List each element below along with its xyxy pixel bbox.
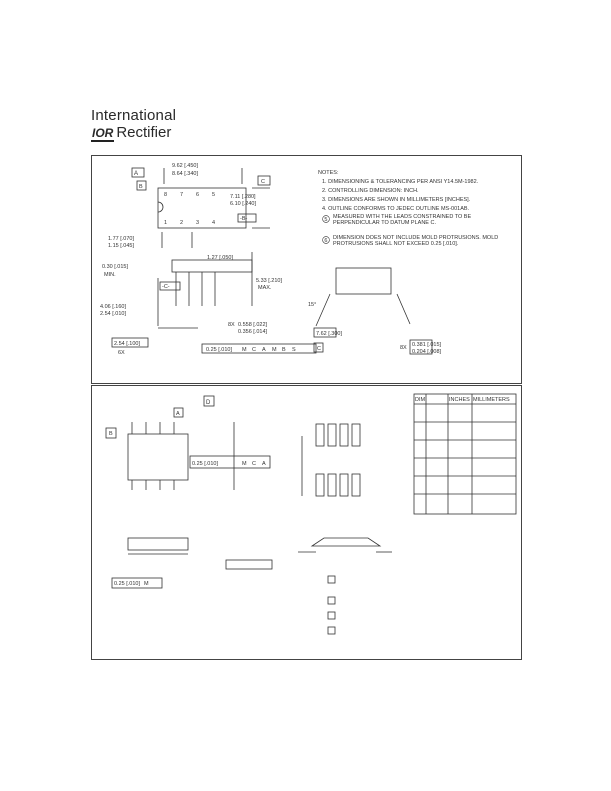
width-dim-2: 8.64 [.340]	[172, 171, 198, 177]
svg-text:M: M	[144, 581, 149, 587]
svg-text:A: A	[262, 347, 266, 353]
width-dim: 9.62 [.450]	[172, 163, 198, 169]
brand-line1: International	[91, 107, 177, 124]
svg-text:1: 1	[164, 220, 167, 226]
svg-text:M: M	[272, 347, 277, 353]
pin-numbers-top: 8 7 6 5	[164, 192, 215, 198]
svg-text:0.25 [.010]: 0.25 [.010]	[192, 461, 218, 467]
svg-text:6: 6	[324, 238, 327, 244]
svg-text:5: 5	[324, 217, 327, 223]
svg-text:6: 6	[196, 192, 199, 198]
lead-len-2: 2.54 [.010]	[100, 311, 126, 317]
notes-block: NOTES: 1. DIMENSIONING & TOLERANCING PER…	[318, 170, 498, 247]
pitch-total-suffix: 6X	[118, 350, 125, 356]
so8-tol-frame-2: 0.25 [.010] M	[114, 581, 149, 587]
svg-text:C: C	[252, 461, 256, 467]
svg-text:INCHES: INCHES	[449, 397, 470, 403]
notes-title: NOTES:	[318, 170, 339, 176]
seat-dim: 0.30 [.015]	[102, 264, 128, 270]
ref-c-circle: C	[261, 179, 265, 185]
svg-text:M: M	[242, 461, 247, 467]
so8-outline-panel: D A B 0.25 [.010] M C A 0.25 [.010] M DI…	[91, 385, 522, 660]
pitch-total: 2.54 [.100]	[114, 341, 140, 347]
ref-a: A	[134, 171, 138, 177]
seat-width: 7.62 [.300]	[316, 331, 342, 337]
lead-w-label: 8X	[228, 322, 235, 328]
svg-text:4: 4	[212, 220, 215, 226]
svg-text:M: M	[242, 347, 247, 353]
svg-text:C: C	[252, 347, 256, 353]
lead-thick-label: 8X	[400, 345, 407, 351]
angle-note: 15°	[308, 302, 316, 308]
pin-pitch-left-2: 1.15 [.045]	[108, 243, 134, 249]
svg-text:B: B	[282, 347, 286, 353]
svg-text:S: S	[292, 347, 296, 353]
datum-b: -B-	[240, 216, 248, 222]
seat-min: MIN.	[104, 272, 116, 278]
pin-numbers-bottom: 1 2 3 4	[164, 220, 215, 226]
lead-thick-2: 0.204 [.008]	[412, 349, 442, 355]
ref-b-circle: B	[139, 184, 143, 190]
body-width-2: 6.10 [.240]	[230, 201, 256, 207]
svg-text:2: 2	[180, 220, 183, 226]
height-dim: 5.33 [.210]	[256, 278, 282, 284]
svg-text:8: 8	[164, 192, 167, 198]
package-outline-panel: A B C 9.62 [.450] 8.64 [.340] 7.11 [.280…	[91, 155, 522, 384]
package-outline-drawing: A B C 9.62 [.450] 8.64 [.340] 7.11 [.280…	[100, 163, 498, 356]
svg-text:2. CONTROLLING DIMENSION: INC: 2. CONTROLLING DIMENSION: INCH.	[322, 188, 419, 194]
pin-pitch: 1.27 [.050]	[207, 255, 233, 261]
svg-text:DIM: DIM	[415, 397, 426, 403]
svg-text:4. OUTLINE CONFORMS TO JEDEC: 4. OUTLINE CONFORMS TO JEDEC OUTLINE MS-…	[322, 206, 470, 212]
lead-w-2: 0.356 [.014]	[238, 329, 268, 335]
ref-d: D	[206, 400, 211, 406]
so8-outline-drawing: D A B 0.25 [.010] M C A 0.25 [.010] M DI…	[105, 393, 517, 635]
svg-text:MILLIMETERS: MILLIMETERS	[473, 397, 510, 403]
ref-b-b: B	[109, 431, 113, 437]
ior-logo: IOR	[91, 126, 115, 142]
body-width: 7.11 [.280]	[230, 194, 256, 200]
so8-tol-frame: 0.25 [.010] M C A	[192, 461, 266, 467]
so8-table-header: DIM INCHES MILLIMETERS	[415, 397, 510, 403]
svg-text:5: 5	[212, 192, 215, 198]
brand-line2: Rectifier	[116, 124, 172, 141]
ref-c-small: C	[317, 346, 321, 352]
lead-len: 4.06 [.160]	[100, 304, 126, 310]
svg-text:3. DIMENSIONS ARE SHOWN IN MI: 3. DIMENSIONS ARE SHOWN IN MILLIMETERS […	[322, 197, 471, 203]
svg-text:3: 3	[196, 220, 199, 226]
tol-frame: 0.25 [.010] M C A M B S	[206, 347, 296, 353]
svg-text:0.25 [.010]: 0.25 [.010]	[206, 347, 232, 353]
ref-a-b: A	[176, 411, 180, 417]
height-max: MAX.	[258, 285, 272, 291]
svg-text:A: A	[262, 461, 266, 467]
lead-thick: 0.381 [.015]	[412, 342, 442, 348]
datum-c: -C-	[162, 284, 170, 290]
lead-w: 0.558 [.022]	[238, 322, 268, 328]
svg-text:0.25 [.010]: 0.25 [.010]	[114, 581, 140, 587]
pin-pitch-left: 1.77 [.070]	[108, 236, 134, 242]
svg-text:7: 7	[180, 192, 183, 198]
svg-text:1. DIMENSIONING & TOLERANCING: 1. DIMENSIONING & TOLERANCING PER ANSI Y…	[322, 179, 479, 185]
